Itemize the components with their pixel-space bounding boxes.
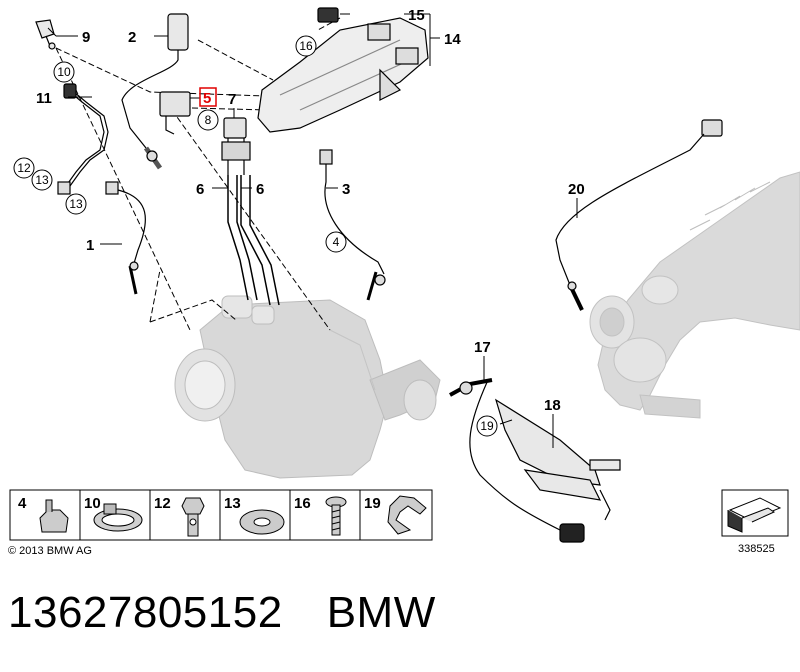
particulate-filter (174, 295, 441, 479)
pressure-sensor-5 (159, 91, 191, 135)
callout-20: 20 (568, 181, 585, 198)
callout-9: 9 (82, 29, 90, 46)
callout-17: 17 (474, 339, 491, 356)
part-number-text: 13627805152 (8, 588, 283, 637)
screw-icon (325, 496, 347, 536)
circle-16: 16 (299, 39, 313, 53)
legend-num-16: 16 (294, 495, 311, 512)
circle-4: 4 (333, 235, 340, 249)
legend-num-19: 19 (364, 495, 381, 512)
exhaust-temperature-sensor-3 (319, 149, 386, 301)
callout-14: 14 (444, 31, 461, 48)
legend-num-13: 13 (224, 495, 241, 512)
circle-19: 19 (480, 419, 494, 433)
legend-num-10: 10 (84, 495, 101, 512)
circle-13b: 13 (69, 197, 83, 211)
circle-10: 10 (57, 65, 71, 79)
pressure-pipe-11 (57, 83, 109, 195)
callout-7: 7 (228, 91, 236, 108)
copyright-text: © 2013 BMW AG (8, 545, 92, 557)
callout-6a: 6 (196, 181, 204, 198)
oxygen-sensor-17 (449, 378, 585, 543)
exhaust-temperature-sensor-1 (105, 181, 146, 295)
legend-num-12: 12 (154, 495, 171, 512)
leader-lines (47, 13, 578, 448)
pressure-hoses (227, 175, 280, 306)
highlight-box (199, 87, 217, 107)
washer-icon (239, 509, 285, 535)
circle-13a: 13 (35, 173, 49, 187)
callout-18: 18 (544, 397, 561, 414)
brand-text: BMW (326, 588, 436, 637)
temperature-sensor-9 (35, 19, 56, 50)
oxygen-sensor-2 (121, 13, 189, 170)
circle-8: 8 (205, 113, 212, 127)
callout-labels: 9 2 11 1 3 6 6 7 15 14 17 18 20 (36, 7, 585, 414)
clip-15 (317, 7, 339, 23)
intake-manifold (589, 171, 800, 419)
pressure-sensor-7 (221, 117, 251, 175)
bracket-14 (257, 17, 429, 133)
image-number: 338525 (738, 543, 775, 555)
document-arrow-icon (727, 497, 782, 533)
hose-clamp-icon (93, 503, 143, 532)
callout-5: 5 (203, 90, 211, 107)
hollow-bolt-icon (181, 497, 205, 537)
callout-2: 2 (128, 29, 136, 46)
legend-num-4: 4 (18, 495, 27, 512)
clip-icon (39, 499, 69, 533)
legend-strip: 4 10 12 13 16 19 (9, 489, 433, 541)
caption: 13627805152 BMW (8, 588, 436, 638)
callout-5-highlight: 5 (199, 87, 217, 107)
circled-callouts (13, 35, 498, 437)
spring-clip-icon (387, 495, 427, 535)
exhaust-temperature-sensor-20 (555, 119, 723, 311)
image-number-box: 338525 (721, 489, 789, 555)
callout-1: 1 (86, 237, 94, 254)
circled-callout-labels: 10 8 12 13 13 16 4 19 (17, 39, 494, 433)
bracket-18 (494, 398, 621, 521)
callout-11: 11 (36, 90, 52, 107)
callout-6b: 6 (256, 181, 264, 198)
callout-3: 3 (342, 181, 350, 198)
circle-12: 12 (17, 161, 31, 175)
callout-15: 15 (408, 7, 425, 24)
